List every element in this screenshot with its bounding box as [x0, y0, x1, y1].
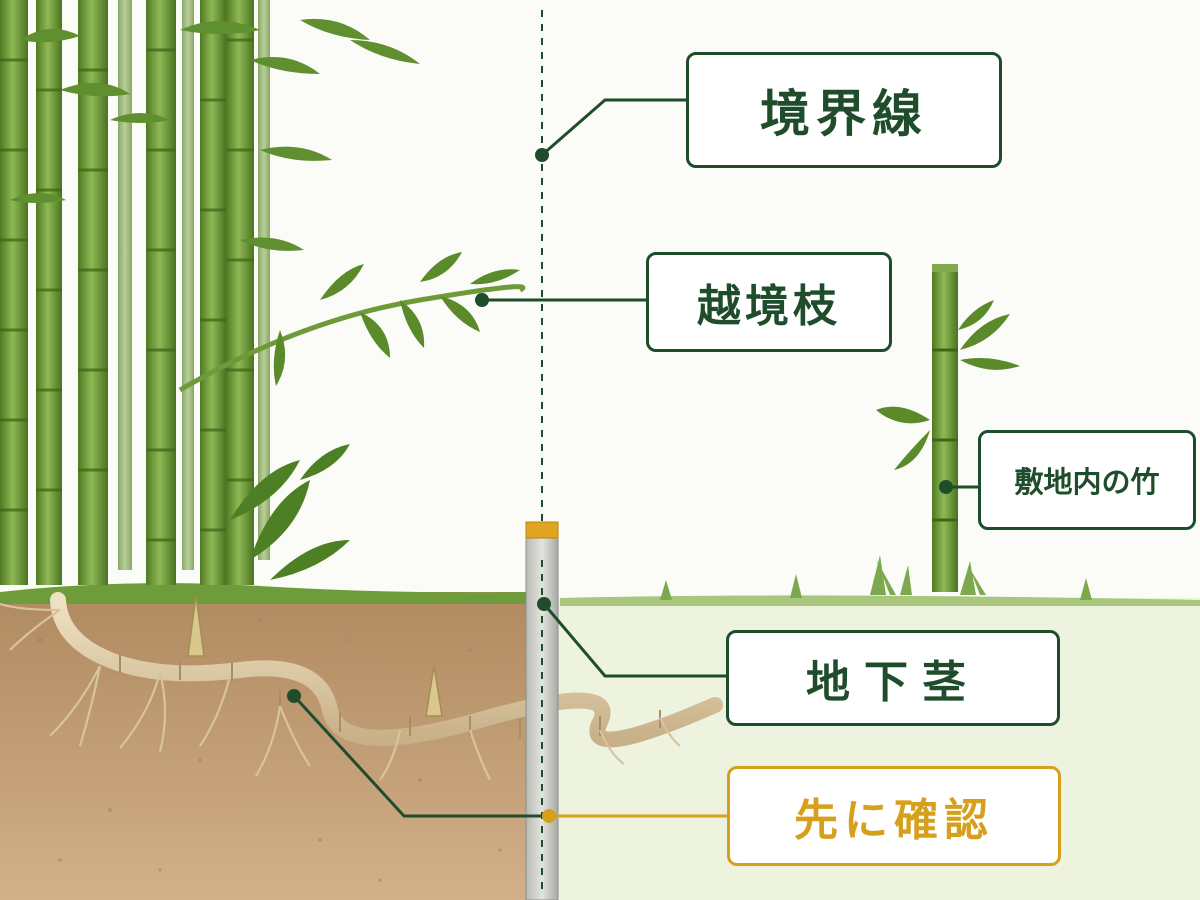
bamboo-on-site-label: 敷地内の竹	[978, 430, 1196, 530]
bamboo-grove-back	[118, 0, 270, 570]
roots	[0, 602, 681, 781]
overhanging-branch	[178, 284, 526, 393]
overhanging-branch-label: 越境枝	[646, 252, 892, 352]
dot-icon	[287, 148, 953, 823]
bamboo-foliage	[10, 18, 420, 251]
undergrowth	[230, 444, 350, 580]
soil-specks	[38, 618, 502, 882]
rhizome-label: 地下茎	[726, 630, 1060, 726]
bamboo-shoots	[187, 595, 443, 717]
grass-tufts-right	[660, 555, 1092, 600]
boundary-post-cap	[525, 521, 559, 539]
branch-leaves	[273, 252, 520, 386]
grass-strip-right	[560, 595, 1200, 606]
bamboo-grove	[0, 0, 254, 585]
bamboo-on-site	[876, 264, 1020, 592]
grass-strip-left	[0, 583, 530, 604]
boundary-line-label: 境界線	[686, 52, 1002, 168]
rhizome-nodes	[119, 654, 661, 738]
check-first-label: 先に確認	[727, 766, 1061, 866]
